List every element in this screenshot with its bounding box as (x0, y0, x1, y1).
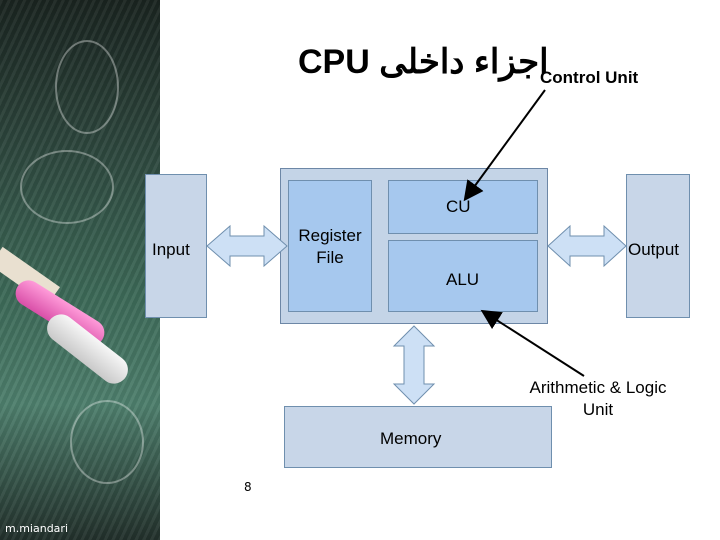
cpu-memory-arrow (392, 325, 436, 405)
control-unit-label: Control Unit (540, 68, 639, 87)
cu-label: CU (446, 197, 471, 216)
arithmetic-logic-label-line2: Unit (582, 400, 614, 419)
alu-pointer (480, 309, 585, 377)
output-label: Output (628, 240, 680, 259)
arithmetic-logic-label-line1: Arithmetic & Logic (529, 378, 667, 397)
cu-block (388, 180, 538, 234)
slide-title: CPU اجزاء داخلی (298, 43, 549, 81)
memory-block (284, 406, 552, 468)
memory-label: Memory (380, 429, 442, 448)
arithmetic-logic-label: Arithmetic & Logic Unit (510, 377, 686, 421)
page-number: 8 (244, 480, 252, 494)
register-file-label-line1: Register (298, 226, 362, 245)
input-register-arrow (206, 224, 288, 268)
register-file-label: Register File (288, 225, 372, 269)
input-block (145, 174, 207, 318)
alu-block (388, 240, 538, 312)
alu-label: ALU (446, 270, 480, 289)
author-name: m.miandari (5, 522, 68, 535)
cpu-output-arrow (547, 224, 627, 268)
chalkboard-decoration: m.miandari (0, 0, 160, 540)
input-label: Input (152, 240, 190, 259)
control-unit-pointer (463, 89, 546, 202)
register-file-label-line2: File (316, 248, 344, 267)
register-file-block (288, 180, 372, 312)
